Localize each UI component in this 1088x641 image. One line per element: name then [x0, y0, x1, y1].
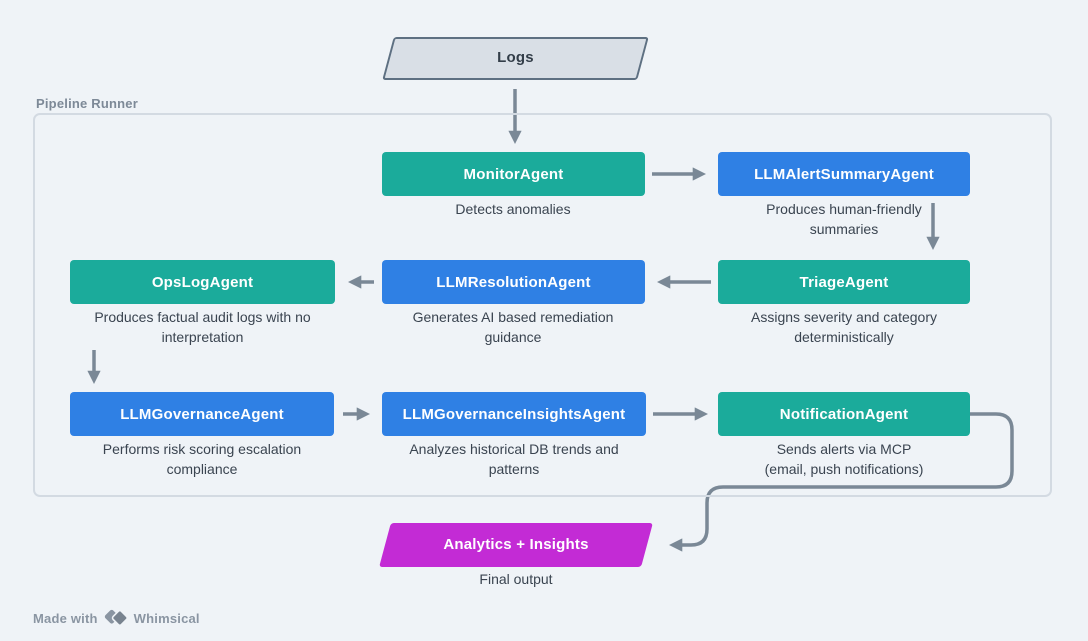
node-logs[interactable]: Logs	[382, 37, 649, 80]
group-label: Pipeline Runner	[36, 96, 138, 111]
made-with-text: Made with	[33, 610, 98, 626]
made-with-whimsical[interactable]: Made with Whimsical	[33, 606, 200, 630]
node-monitor-agent-label: MonitorAgent	[463, 165, 564, 183]
caption-llm-alert-summary-agent: Produces human-friendly summaries	[766, 201, 922, 237]
node-llm-alert-summary-agent-label: LLMAlertSummaryAgent	[754, 165, 934, 183]
caption-monitor-agent: Detects anomalies	[455, 201, 571, 217]
node-llm-governance-insights-agent-label: LLMGovernanceInsightsAgent	[402, 405, 626, 423]
node-llm-resolution-agent[interactable]: LLMResolutionAgent	[382, 260, 645, 304]
caption-analytics-insights: Final output	[479, 571, 553, 587]
node-analytics-insights-label: Analytics + Insights	[443, 536, 589, 553]
node-monitor-agent[interactable]: MonitorAgent	[382, 152, 645, 196]
node-analytics-insights[interactable]: Analytics + Insights	[379, 523, 653, 567]
caption-ops-log-agent: Produces factual audit logs with no inte…	[94, 309, 311, 345]
whimsical-brand-text: Whimsical	[133, 610, 200, 626]
caption-notification-agent: Sends alerts via MCP (email, push notifi…	[764, 441, 924, 477]
caption-triage-agent: Assigns severity and category determinis…	[751, 309, 937, 345]
node-llm-governance-agent-label: LLMGovernanceAgent	[120, 405, 284, 423]
node-notification-agent[interactable]: NotificationAgent	[718, 392, 970, 436]
node-ops-log-agent[interactable]: OpsLogAgent	[70, 260, 335, 304]
node-triage-agent[interactable]: TriageAgent	[718, 260, 970, 304]
caption-llm-governance-insights-agent: Analyzes historical DB trends and patter…	[409, 441, 619, 477]
node-ops-log-agent-label: OpsLogAgent	[151, 273, 254, 291]
node-llm-governance-agent[interactable]: LLMGovernanceAgent	[70, 392, 334, 436]
node-llm-resolution-agent-label: LLMResolutionAgent	[436, 273, 591, 291]
pipeline-runner-group[interactable]	[33, 113, 1052, 497]
node-triage-agent-label: TriageAgent	[799, 273, 889, 291]
node-llm-governance-insights-agent[interactable]: LLMGovernanceInsightsAgent	[382, 392, 646, 436]
node-notification-agent-label: NotificationAgent	[779, 405, 909, 423]
node-llm-alert-summary-agent[interactable]: LLMAlertSummaryAgent	[718, 152, 970, 196]
whimsical-logo-icon	[104, 609, 128, 627]
caption-llm-governance-agent: Performs risk scoring escalation complia…	[102, 441, 302, 477]
node-logs-label: Logs	[497, 49, 534, 66]
caption-llm-resolution-agent: Generates AI based remediation guidance	[412, 309, 614, 345]
